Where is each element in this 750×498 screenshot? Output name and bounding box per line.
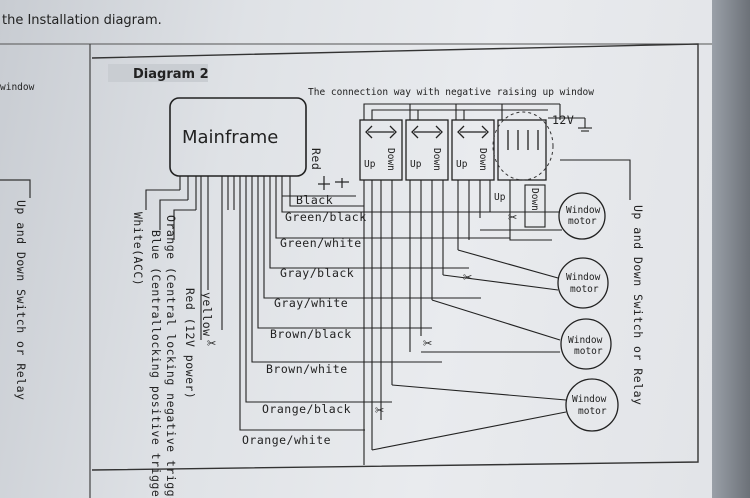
vwire-orange: Orange (Central locking negative trigger… — [164, 215, 178, 498]
voltage-label: 12V — [552, 113, 574, 127]
scissors-icon: ✂ — [463, 268, 472, 286]
motor-label: Window — [568, 335, 603, 346]
mainframe-label: Mainframe — [182, 127, 278, 148]
connection-note: The connection way with negative raising… — [308, 87, 594, 98]
wire-gray-white: Gray/white — [274, 296, 348, 310]
switch-up-label: Up — [364, 159, 376, 170]
relay-box — [497, 119, 547, 181]
relay-up-label: Up — [494, 192, 506, 203]
window-motor-2 — [557, 257, 609, 309]
wire-black: Black — [296, 193, 333, 207]
switch-box-3 — [451, 119, 495, 181]
scissors-icon: ✂ — [375, 401, 384, 419]
red-label: Red — [309, 148, 323, 170]
scissors-icon: ✂ — [207, 334, 216, 352]
switch-up-label: Up — [456, 159, 468, 170]
window-motor-4 — [565, 378, 619, 432]
scissors-icon: ✂ — [508, 208, 517, 226]
motor-label: motor — [570, 284, 599, 295]
switch-down-label: Down — [477, 148, 488, 171]
switch-down-label: Down — [431, 148, 442, 171]
vwire-red: Red (12V power) — [183, 288, 197, 399]
wire-harness — [145, 176, 510, 431]
motor-label: Window — [566, 272, 601, 283]
wire-orange-black: Orange/black — [262, 402, 351, 416]
wire-green-black: Green/black — [285, 210, 367, 224]
wire-gray-black: Gray/black — [280, 266, 354, 280]
wire-brown-black: Brown/black — [270, 327, 352, 341]
switch-up-label: Up — [410, 159, 422, 170]
motor-label: Window — [572, 394, 607, 405]
switch-group: Up Down Up Down Up Down — [359, 111, 554, 181]
window-motors: Window motor Window motor Window motor W… — [557, 192, 619, 432]
switch-down-label: Down — [385, 148, 396, 171]
window-motor-1 — [558, 192, 606, 240]
scissors-icon: ✂ — [423, 334, 432, 352]
header-text: the Installation diagram. — [2, 13, 162, 28]
window-motor-3 — [560, 318, 612, 370]
diagram-title: Diagram 2 — [133, 67, 209, 82]
scissors-icons: ✂ ✂ ✂ ✂ ✂ — [207, 208, 517, 419]
vwire-blue: Blue (Centrallocking positive trigger) — [149, 230, 163, 498]
left-fragment: window — [0, 82, 35, 93]
wire-orange-white: Orange/white — [242, 433, 331, 447]
motor-label: motor — [578, 406, 607, 417]
wire-green-white: Green/white — [280, 236, 362, 250]
table-edge — [712, 0, 750, 498]
vwire-white-acc: White(ACC) — [131, 212, 145, 286]
motor-label: motor — [574, 346, 603, 357]
relay-down-label: Down — [529, 188, 540, 211]
right-side-label: Up and Down Switch or Relay — [631, 205, 645, 405]
motor-label: motor — [568, 216, 597, 227]
vwire-yellow: yellow — [200, 292, 214, 337]
switch-box-2 — [405, 119, 449, 181]
diagram-frame — [91, 43, 699, 471]
mainframe-box — [169, 97, 307, 177]
motor-label: Window — [566, 205, 601, 216]
wire-brown-white: Brown/white — [266, 362, 348, 376]
left-side-label: Up and Down Switch or Relay — [14, 200, 28, 400]
